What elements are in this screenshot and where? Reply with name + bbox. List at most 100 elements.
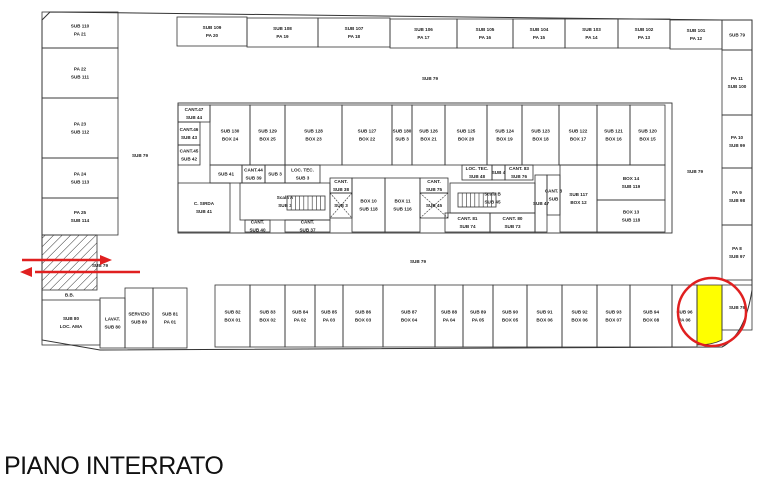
room-c18[interactable]: SUB 3	[264, 164, 286, 184]
room-label: PA 22	[74, 67, 87, 72]
room-outline	[41, 157, 119, 199]
room-c24[interactable]: CANT.SUB 38	[329, 177, 353, 194]
room-outline	[492, 284, 528, 348]
room-label: SUB 125	[457, 129, 476, 134]
room-c28[interactable]: CANT.SUB 75	[419, 177, 449, 194]
central-block	[177, 102, 673, 234]
room-b3[interactable]: LAVAT.SUB 80	[99, 297, 126, 349]
room-label: BOX 22	[359, 137, 376, 142]
room-b20[interactable]: SUB 79	[721, 284, 753, 331]
room-label: LOC. TEC.	[291, 168, 314, 173]
room-label: SUB 114	[71, 218, 90, 223]
room-c22[interactable]: CANT.SUB 40	[244, 220, 271, 233]
room-c19[interactable]: LOC. TEC.SUB 3	[284, 164, 321, 184]
room-label: BOX 16	[605, 137, 622, 142]
highlighted-unit[interactable]	[696, 284, 723, 346]
room-outline	[41, 47, 119, 99]
room-outline	[176, 16, 248, 47]
room-c23[interactable]: CANT.SUB 37	[284, 220, 331, 233]
room-t10[interactable]: SUB 79	[721, 19, 753, 51]
room-label: PA 06	[678, 318, 691, 323]
room-c30[interactable]: LOC. TEC.SUB 48	[461, 164, 493, 181]
corridor-label-middle: SUB 79	[410, 259, 427, 264]
room-label: SUB 85	[321, 310, 338, 315]
room-c31[interactable]: SUB 4	[491, 164, 506, 181]
room-label: CANT. 81	[458, 216, 478, 221]
room-label: PA 23	[74, 122, 87, 127]
room-label: Scala A	[277, 195, 294, 200]
room-b2[interactable]: B.B.	[65, 293, 74, 298]
corridor-label-left: SUB 79	[132, 153, 149, 158]
room-label: SUB 92	[571, 310, 588, 315]
room-label: SUB 44	[186, 115, 203, 120]
room-label: CANT. 83	[509, 166, 529, 171]
room-label: PA 9	[732, 190, 742, 195]
room-outline	[596, 199, 666, 233]
room-outline	[41, 97, 119, 159]
room-c16[interactable]: SUB 41	[209, 164, 243, 184]
